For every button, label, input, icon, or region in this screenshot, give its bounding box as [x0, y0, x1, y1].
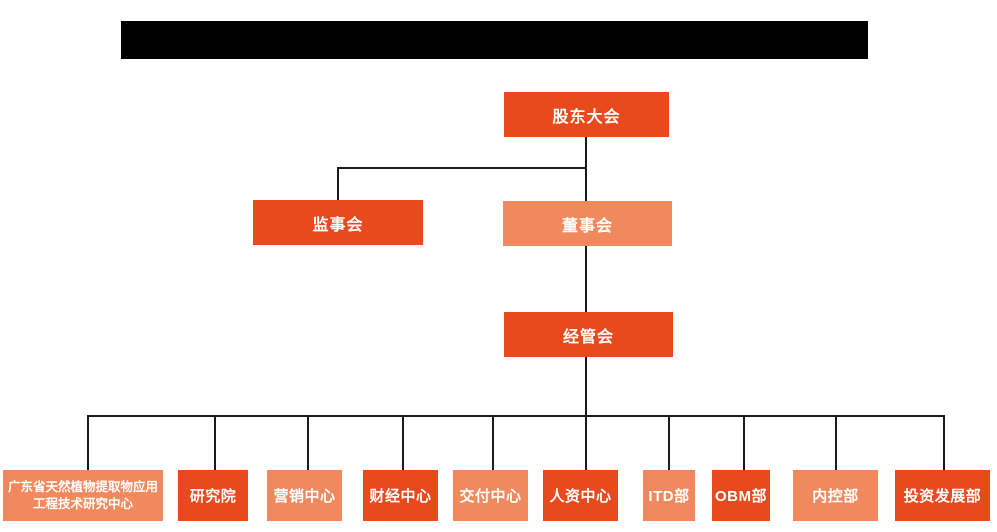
connector-line [307, 415, 309, 471]
connector-line [214, 415, 216, 471]
org-node-shareholders-meeting: 股东大会 [504, 92, 669, 137]
connector-line [87, 415, 89, 471]
connector-line [337, 167, 587, 169]
org-node-label: 经管会 [562, 328, 614, 346]
connector-line [743, 415, 745, 471]
connector-line [668, 415, 670, 471]
org-node-research-center: 广东省天然植物提取物应用工程技术研究中心 [3, 470, 163, 521]
connector-line [943, 415, 945, 471]
connector-line [585, 357, 587, 417]
connector-line [585, 415, 587, 471]
org-node-label: 投资发展部 [903, 488, 982, 505]
org-node-internal-control-department: 内控部 [793, 470, 878, 521]
org-node-label: 董事会 [561, 217, 613, 235]
org-node-investment-development-department: 投资发展部 [895, 470, 990, 521]
org-node-label: ITD部 [648, 488, 690, 505]
org-node-label: 人资中心 [549, 488, 612, 505]
org-node-delivery-center: 交付中心 [453, 470, 528, 521]
org-node-marketing-center: 营销中心 [267, 470, 342, 521]
org-node-label: 监事会 [312, 216, 364, 234]
org-node-itd-department: ITD部 [643, 470, 695, 521]
connector-line [585, 246, 587, 312]
connector-line [492, 415, 494, 471]
org-node-label: 股东大会 [552, 108, 621, 126]
org-node-hr-center: 人资中心 [543, 470, 618, 521]
connector-line [87, 415, 945, 417]
org-node-research-institute: 研究院 [178, 470, 248, 521]
org-node-obm-department: OBM部 [712, 470, 770, 521]
org-node-label: 内控部 [812, 488, 859, 505]
connector-line [337, 167, 339, 201]
org-node-label: 研究院 [189, 488, 237, 505]
connector-line [835, 415, 837, 471]
connector-line [585, 137, 587, 202]
redacted-title-bar [121, 21, 868, 59]
org-node-finance-center: 财经中心 [363, 470, 438, 521]
org-node-management-committee: 经管会 [504, 312, 673, 357]
org-node-label: OBM部 [715, 488, 767, 505]
org-node-label: 财经中心 [369, 488, 432, 505]
org-node-label: 广东省天然植物提取物应用工程技术研究中心 [7, 479, 158, 511]
org-node-supervisory-board: 监事会 [253, 200, 423, 245]
org-node-label: 营销中心 [273, 488, 336, 505]
org-node-label: 交付中心 [459, 488, 522, 505]
org-node-board-of-directors: 董事会 [503, 201, 672, 246]
connector-line [402, 415, 404, 471]
